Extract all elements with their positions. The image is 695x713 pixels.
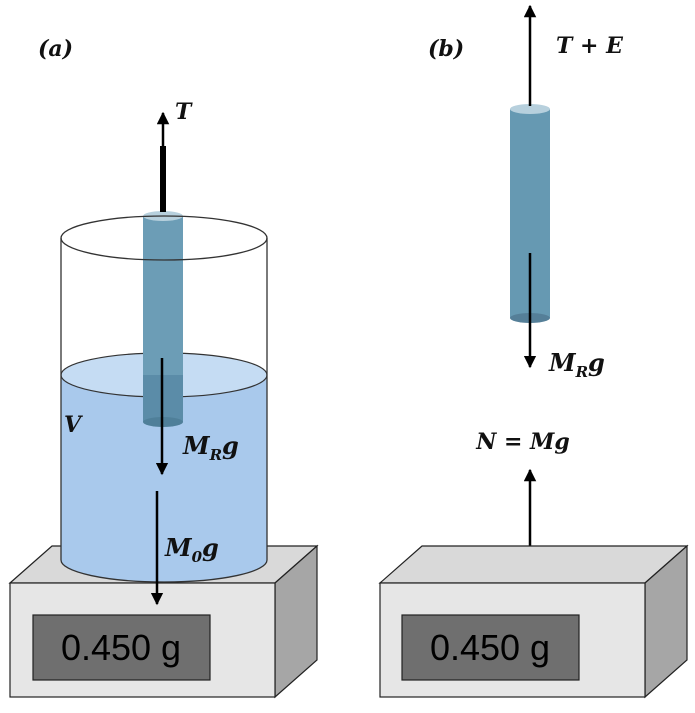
tension-label-a: T bbox=[175, 99, 193, 125]
scale-b-reading: 0.450 g bbox=[430, 627, 550, 668]
rod-weight-label-a: MRg bbox=[182, 431, 239, 464]
scale-b-display bbox=[401, 614, 580, 681]
scale-b-top bbox=[378, 545, 689, 584]
water-body bbox=[61, 375, 267, 582]
water-weight-label: M0g bbox=[164, 533, 219, 566]
normal-label-b: N = Mg bbox=[475, 429, 570, 455]
volume-label: V bbox=[64, 412, 83, 438]
panel-b-label: (b) bbox=[428, 36, 464, 62]
beaker-a-bottom bbox=[60, 559, 268, 583]
scale-a-reading: 0.450 g bbox=[61, 627, 181, 668]
rod-b-top bbox=[510, 104, 550, 114]
beaker-a-rim bbox=[60, 215, 268, 261]
rod-weight-label-b: MRg bbox=[548, 348, 605, 381]
panel-a-label: (a) bbox=[38, 36, 73, 62]
beaker-a bbox=[60, 211, 268, 583]
scale-b: 0.450 g bbox=[378, 544, 689, 699]
scale-a-display bbox=[32, 614, 211, 681]
force-up-label-b: T + E bbox=[556, 33, 624, 59]
